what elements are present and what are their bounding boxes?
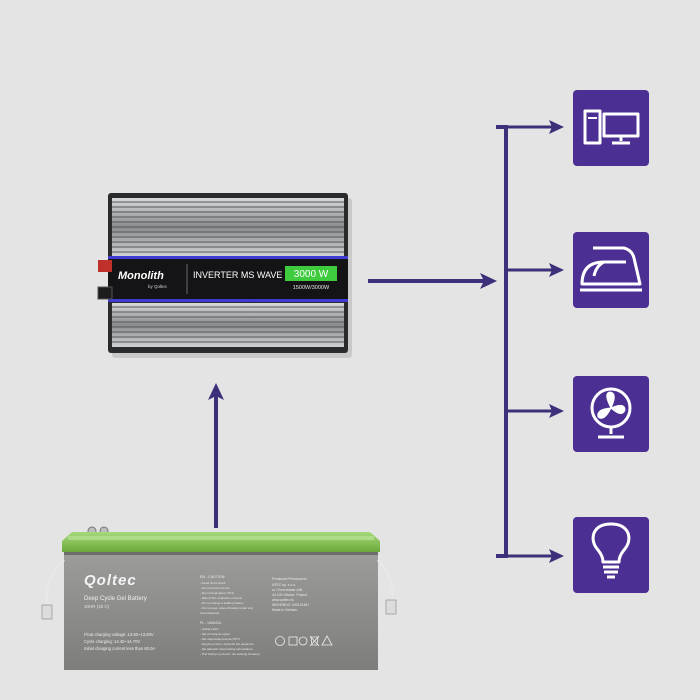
- battery-brand: Qoltec: [84, 572, 137, 589]
- arrowhead-up: [208, 383, 224, 400]
- battery-caution-line: - Avoid short circuit: [200, 581, 225, 585]
- pb-icon: [288, 636, 298, 646]
- bin-crossed-icon: [309, 635, 320, 647]
- inverter-accent-top: [108, 256, 348, 259]
- battery-producer: Producer/Producent: NTEC sp. z o.o. ul. …: [272, 577, 309, 612]
- battery-spec-line: Float charging voltage: 13.50~13.80V: [84, 632, 154, 637]
- device-tile: [573, 517, 649, 593]
- battery-producer-line: NTEC sp. z o.o.: [272, 583, 296, 587]
- battery-caution-line: - Risk of fire, explosion or burns: [200, 596, 243, 600]
- battery-pl-line: - Pod żadnym pozorem nie otwieraj obudow…: [200, 652, 260, 656]
- battery-lid: [62, 532, 380, 552]
- battery-producer-heading: Producer/Producent:: [272, 577, 307, 581]
- inverter-brand: Monolith: [118, 270, 164, 282]
- inverter-bottom-fins: [112, 303, 344, 347]
- battery-cert-icons: [275, 635, 333, 647]
- arrowhead-fan: [549, 404, 564, 418]
- battery-caution-heading: EN - CAUTION:: [200, 575, 225, 579]
- battery-producer-line: ul. Chorzowska 44B,: [272, 588, 303, 592]
- battery-producer-line: www.qoltec.eu: [272, 598, 294, 602]
- battery-caution-line: - Do not heat above 50°C: [200, 591, 235, 595]
- device-tile: [573, 376, 649, 452]
- battery-caution-line: circumstances: [200, 611, 220, 615]
- battery-body-edge: [64, 552, 378, 555]
- battery-handle-left-grip: [41, 604, 53, 620]
- battery-caution-line: - Do not charge a leaking battery: [200, 601, 244, 605]
- device-computer: [573, 90, 649, 166]
- battery-handle-right-grip: [385, 599, 397, 615]
- battery-title: Deep Cycle Gel Battery: [84, 596, 147, 602]
- battery-handle-right: [377, 559, 394, 607]
- inverter-model: INVERTER MS WAVE: [193, 270, 282, 280]
- battery-subtitle: 10HR (25 C): [84, 604, 110, 609]
- battery-pl-line: - Nie ładować nieszczelnej akumulatora: [200, 647, 253, 651]
- battery-pl-line: - Ryzyko pożaru, wybuchu lub poparzeń: [200, 642, 254, 646]
- inverter-rating: 1500W/3000W: [293, 285, 330, 291]
- terminal-negative: [97, 286, 113, 300]
- battery-producer-line: WEEE/BDO: 000131487: [272, 603, 309, 607]
- battery-specs: Float charging voltage: 13.50~13.80V Cyc…: [84, 632, 155, 651]
- warning-icon: [321, 635, 333, 646]
- battery-caution-line: - Do not throw into fire: [200, 586, 230, 590]
- arrowhead-lightbulb: [549, 549, 564, 563]
- battery-spec-line: Initial charging current less than 60.0A: [84, 646, 155, 651]
- lightbulb-icon: [591, 522, 631, 579]
- battery-pl-line: - Unikaj zwarć: [200, 627, 219, 631]
- battery-body: [64, 552, 378, 670]
- battery-pl-heading: PL - UWAGA:: [200, 621, 222, 625]
- recycle-icon: [275, 636, 285, 646]
- device-iron: [573, 232, 649, 308]
- battery-producer-line: Made in Vietnam: [272, 608, 298, 612]
- battery-caution-line: - Do not open case of battery under any: [200, 606, 253, 610]
- battery-handle-left: [45, 559, 65, 611]
- battery-lid-ridge: [68, 536, 374, 540]
- iron-icon: [580, 246, 642, 292]
- connectors: [208, 120, 564, 563]
- arrowhead-iron: [549, 263, 564, 277]
- battery-caution: EN - CAUTION: - Avoid short circuit - Do…: [200, 575, 260, 656]
- device-icons: [573, 90, 649, 593]
- device-fan: [573, 376, 649, 452]
- inverter-power: 3000 W: [294, 269, 329, 280]
- battery: Qoltec Deep Cycle Gel Battery 10HR (25 C…: [41, 526, 397, 670]
- battery-pl-line: - Nie nagrzewaj powyżej 50°C: [200, 637, 241, 641]
- terminal-positive: [98, 260, 112, 272]
- device-tile: [573, 90, 649, 166]
- inverter-top-fins: [112, 198, 344, 256]
- inverter-brand-sub: by Qoltec: [148, 284, 168, 289]
- battery-producer-line: 44-100 Gliwice, Poland: [272, 593, 307, 597]
- battery-spec-line: Cycle charging: 14.40~14.70V: [84, 639, 140, 644]
- ce-mark-icon: [298, 636, 308, 646]
- arrowhead-computer: [549, 120, 564, 134]
- inverter-power-badge: [285, 266, 337, 281]
- fan-icon: [590, 387, 632, 439]
- inverter: Monolith by Qoltec INVERTER MS WAVE 3000…: [97, 193, 352, 358]
- device-lightbulb: [573, 517, 649, 593]
- computer-icon: [583, 109, 640, 145]
- arrowhead-right-main: [480, 273, 497, 289]
- battery-pl-line: - Nie wrzucaj do ognia: [200, 632, 230, 636]
- inverter-accent-bottom: [108, 299, 348, 302]
